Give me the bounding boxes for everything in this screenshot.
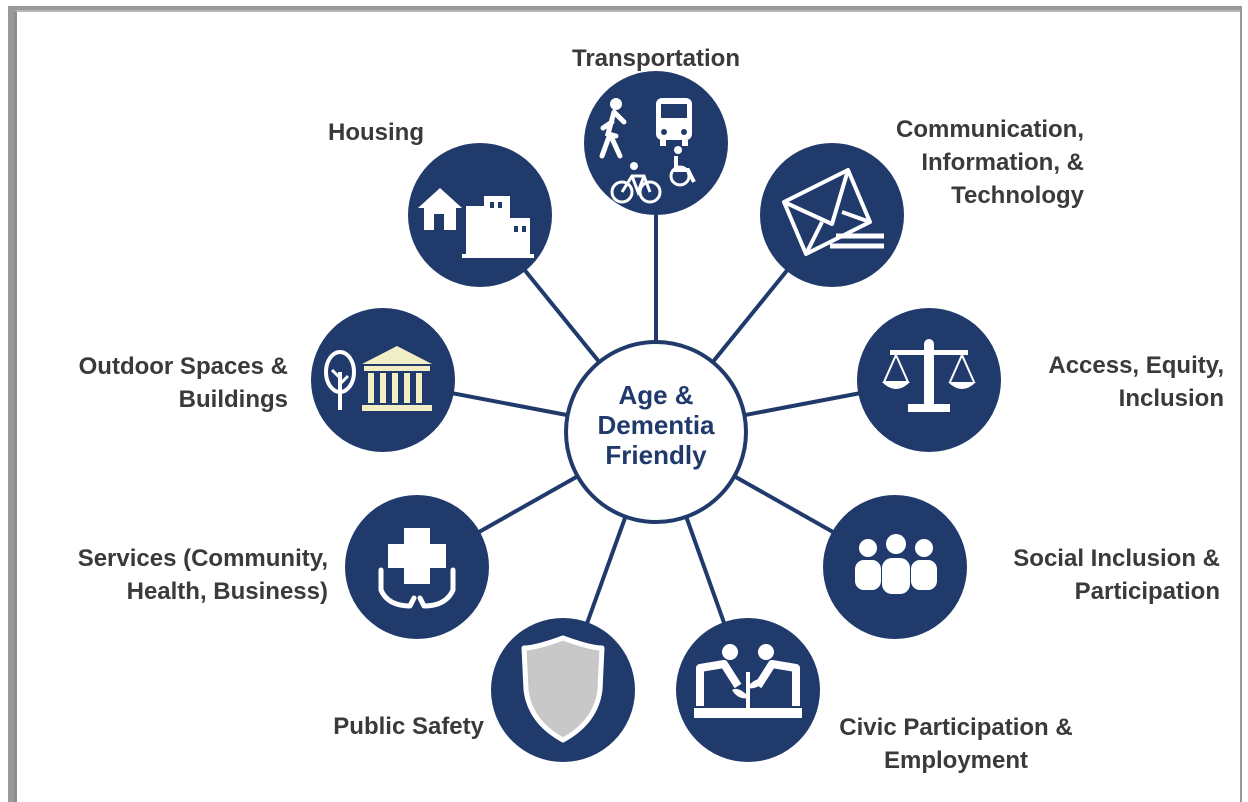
node-social bbox=[823, 495, 967, 639]
transit-icon bbox=[599, 98, 696, 204]
label-safety: Public Safety bbox=[333, 713, 484, 740]
node-civic bbox=[676, 618, 820, 762]
planting-icon bbox=[694, 644, 802, 718]
label-access: Access, Equity, Inclusion bbox=[1048, 352, 1224, 412]
health-hands-icon bbox=[378, 528, 456, 609]
label-social: Social Inclusion & Participation bbox=[1013, 545, 1220, 605]
label-housing: Housing bbox=[328, 119, 424, 146]
node-transportation bbox=[584, 71, 728, 215]
envelope-icon bbox=[782, 168, 884, 256]
tree-building-icon bbox=[324, 346, 432, 411]
label-transportation: Transportation bbox=[571, 45, 740, 72]
node-outdoor bbox=[311, 308, 455, 452]
people-icon bbox=[855, 534, 937, 594]
label-communication: Communication, Information, & Technology bbox=[895, 116, 1084, 209]
shield-icon bbox=[521, 635, 605, 743]
node-access bbox=[857, 308, 1001, 452]
node-services bbox=[345, 495, 489, 639]
label-civic: Civic Participation & Employment bbox=[839, 714, 1073, 774]
node-safety bbox=[491, 618, 635, 762]
scales-icon bbox=[882, 339, 976, 412]
node-housing bbox=[408, 143, 552, 287]
houses-icon bbox=[418, 188, 534, 258]
node-communication bbox=[760, 143, 904, 287]
label-services: Services (Community, Health, Business) bbox=[77, 545, 328, 605]
label-outdoor: Outdoor Spaces & Buildings bbox=[78, 353, 288, 413]
center-label: Age & Dementia Friendly bbox=[597, 380, 715, 470]
center-circle bbox=[564, 340, 748, 524]
